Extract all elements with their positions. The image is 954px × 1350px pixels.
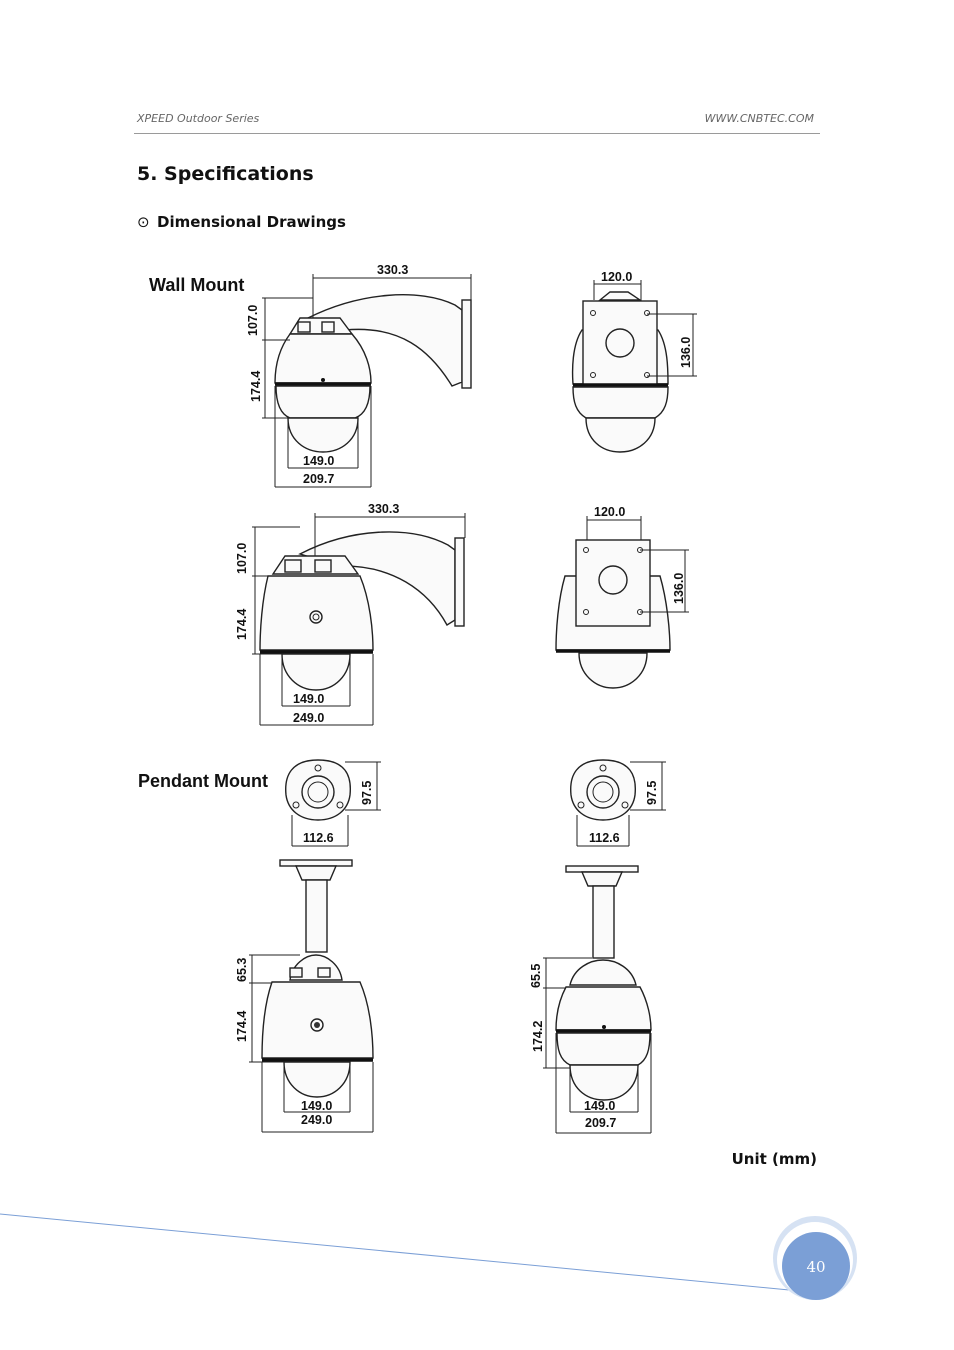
pend2-dim-upper: 65.5 <box>529 964 543 988</box>
page-number: 40 <box>806 1258 825 1276</box>
dim-height-upper: 107.0 <box>246 305 260 336</box>
dim2-housing-width: 249.0 <box>293 711 324 725</box>
pendant-pole <box>305 879 328 953</box>
rear2-dim-side: 136.0 <box>672 573 686 604</box>
rear2-dim-top: 120.0 <box>594 505 625 519</box>
page-number-badge <box>782 1232 850 1300</box>
wall-mount-2-rear: 120.0 136.0 <box>555 505 689 689</box>
footer-swoosh <box>0 1213 811 1293</box>
pendant-mount-1-side: 65.3 174.4 149.0 249.0 <box>235 859 374 1133</box>
pend2-dim-bottom: 112.6 <box>589 831 620 845</box>
unit-label: Unit (mm) <box>731 1150 817 1168</box>
wall-mount-1-side: Wall Mount 330.3 107.0 174.4 149.0 209.7 <box>149 263 472 488</box>
subsection-title: ⊙ Dimensional Drawings <box>137 213 346 231</box>
rear-dim-top: 120.0 <box>601 270 632 284</box>
pendant-pole-2 <box>592 885 615 959</box>
header-series: XPEED Outdoor Series <box>137 112 260 125</box>
pend1-dim-side: 97.5 <box>360 781 374 805</box>
header-website: WWW.CNBTEC.COM <box>704 112 814 125</box>
dim-housing-width: 209.7 <box>303 472 334 486</box>
pend2-dim-lower: 174.2 <box>531 1021 545 1052</box>
dim2-height-lower: 174.4 <box>235 609 249 640</box>
rear-dim-side: 136.0 <box>679 337 693 368</box>
dim-dome-width: 149.0 <box>303 454 334 468</box>
pend1-dim-lower: 174.4 <box>235 1011 249 1042</box>
pendant-mount-2-side: 65.5 174.2 149.0 209.7 <box>529 865 652 1134</box>
rear-cable-hole <box>605 328 635 358</box>
pend1-dim-bottom: 112.6 <box>303 831 334 845</box>
pendant-mount-1-top: Pendant Mount 97.5 112.6 <box>138 759 381 847</box>
subsection-label: Dimensional Drawings <box>157 213 346 231</box>
wall-mount-2-side: 330.3 107.0 174.4 149.0 249.0 <box>235 502 466 726</box>
pend1-dim-inner: 149.0 <box>301 1099 332 1113</box>
pendant-housing-2 <box>555 986 652 1031</box>
wall-mount-label: Wall Mount <box>149 275 244 295</box>
dim2-width-top: 330.3 <box>368 502 399 516</box>
camera-dome <box>287 417 359 453</box>
camera-housing-upper <box>274 333 372 384</box>
header-divider <box>134 133 820 134</box>
pend2-dim-inner: 149.0 <box>584 1099 615 1113</box>
camera-housing-lower <box>275 385 371 419</box>
wall-plate <box>461 299 472 389</box>
pendant-ceiling-flange <box>279 859 353 867</box>
pend2-dim-outer: 209.7 <box>585 1116 616 1130</box>
bullet-icon: ⊙ <box>137 213 150 231</box>
pendant-mount-label: Pendant Mount <box>138 771 268 791</box>
dim2-height-upper: 107.0 <box>235 543 249 574</box>
section-title: 5. Specifications <box>137 163 314 185</box>
dim2-dome-width: 149.0 <box>293 692 324 706</box>
page-footer: 40 <box>0 1213 857 1300</box>
pendant-mount-2-top: 97.5 112.6 <box>570 759 666 847</box>
pend1-dim-outer: 249.0 <box>301 1113 332 1127</box>
pend2-dim-side: 97.5 <box>645 781 659 805</box>
dim-height-lower: 174.4 <box>249 371 263 402</box>
dim-width-top: 330.3 <box>377 263 408 277</box>
wall-plate-2 <box>454 537 465 627</box>
pend1-dim-upper: 65.3 <box>235 958 249 982</box>
wall-mount-1-rear: 120.0 136.0 <box>571 270 697 453</box>
